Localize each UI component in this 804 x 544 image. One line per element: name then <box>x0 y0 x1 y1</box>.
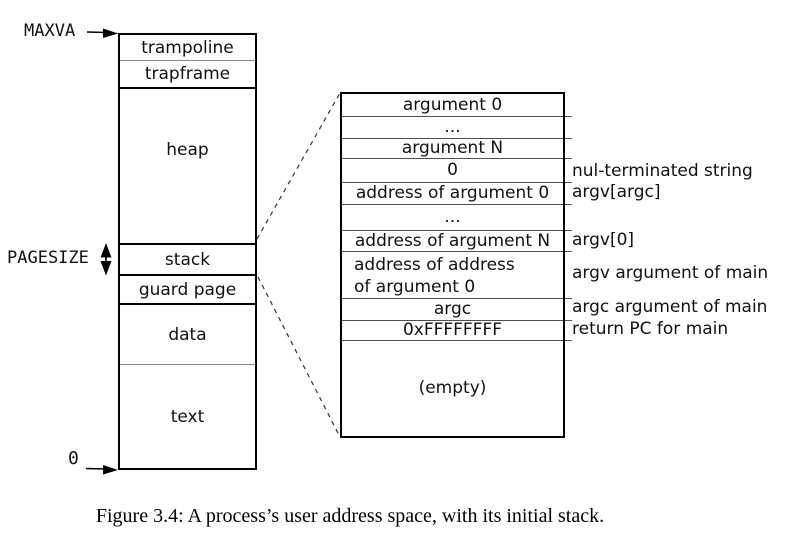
stack-row: argument N <box>342 138 572 159</box>
zero-arrow-icon <box>85 465 118 475</box>
stack-row-label: (empty) <box>418 378 487 398</box>
figure-caption: Figure 3.4: A process’s user address spa… <box>95 505 605 527</box>
annotation-argv-argument: argv argument of main <box>572 263 769 283</box>
section-trapframe: trapframe <box>120 61 255 89</box>
stack-row: address of address of argument 0 <box>342 252 572 299</box>
stack-zoom-dashed-lines <box>256 92 341 438</box>
section-label: guard page <box>138 279 237 300</box>
section-stack: stack <box>120 245 255 276</box>
stack-row-label: address of argument 0 <box>355 183 550 203</box>
section-trampoline: trampoline <box>120 35 255 61</box>
section-text: text <box>120 365 255 468</box>
stack-row-label: address of address of argument 0 <box>354 255 515 297</box>
stack-row: argc <box>342 299 572 321</box>
stack-row: 0xFFFFFFFF <box>342 320 572 341</box>
stack-row-label: address of argument N <box>354 230 551 251</box>
zero-address-label: 0 <box>68 448 79 469</box>
annotation-argv-argc: argv[argc] <box>572 182 661 202</box>
user-address-space-box: trampoline trapframe heap stack guard pa… <box>118 33 257 470</box>
section-label: heap <box>166 140 209 160</box>
stack-row-label: ... <box>444 207 461 227</box>
section-heap: heap <box>120 89 255 245</box>
pagesize-label: PAGESIZE <box>7 248 89 268</box>
section-label: text <box>170 406 205 427</box>
stack-row-label: 0 <box>447 160 458 180</box>
stack-row: 0 <box>342 159 572 183</box>
annotation-argv-0: argv[0] <box>572 230 635 250</box>
section-label: trampoline <box>141 37 234 58</box>
annotation-nul-terminated: nul-terminated string <box>572 161 753 181</box>
stack-row-label: 0xFFFFFFFF <box>402 320 503 340</box>
stack-row-label: argument N <box>401 138 504 158</box>
stack-row-label: argc <box>433 299 472 319</box>
initial-stack-box: argument 0 ... argument N 0 address of a… <box>340 92 572 438</box>
maxva-label: MAXVA <box>24 21 76 41</box>
section-label: trapframe <box>144 64 231 84</box>
section-data: data <box>120 305 255 365</box>
section-label: stack <box>164 249 211 270</box>
stack-row: address of argument 0 <box>342 183 572 205</box>
annotation-argc-argument: argc argument of main <box>572 297 768 317</box>
stack-row-label: ... <box>444 117 461 137</box>
section-label: data <box>168 324 207 345</box>
stack-row-label: argument 0 <box>402 94 503 115</box>
stack-row: argument 0 <box>342 94 572 117</box>
stack-row: address of argument N <box>342 230 572 252</box>
section-guard-page: guard page <box>120 276 255 305</box>
stack-row: ... <box>342 117 572 139</box>
maxva-arrow-icon <box>86 28 118 38</box>
annotation-return-pc: return PC for main <box>572 319 729 339</box>
pagesize-extent-arrow-icon <box>100 243 112 276</box>
stack-row: ... <box>342 205 572 231</box>
stack-row-empty: (empty) <box>342 341 563 436</box>
